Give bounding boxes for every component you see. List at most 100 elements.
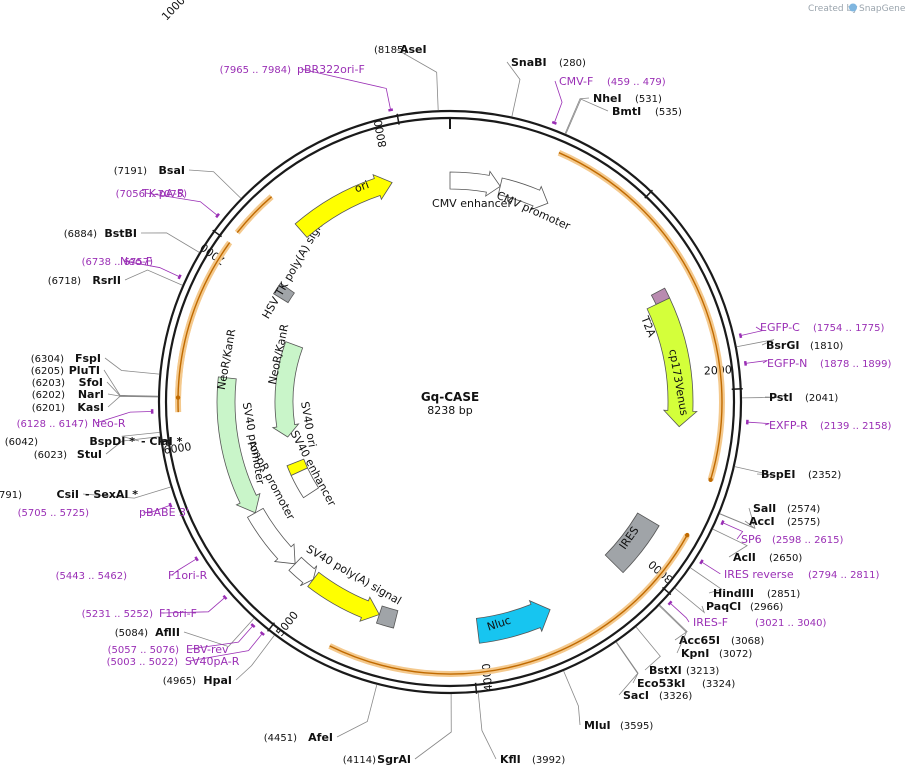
tick-7000 xyxy=(212,229,223,238)
primer-leader-egfp-c xyxy=(741,326,763,336)
enzyme-name: SnaBI xyxy=(511,56,547,69)
enzyme-site-nhei[interactable]: NheI(531) xyxy=(593,92,662,105)
enzyme-site-fspi[interactable]: (6304)FspI xyxy=(31,352,101,365)
enzyme-site-bstbi[interactable]: (6884)BstBI xyxy=(64,227,137,240)
enzyme-position: (531) xyxy=(635,94,662,105)
enzyme-site-bmti[interactable]: BmtI(535) xyxy=(612,105,682,118)
primer-mark-ebv-rev xyxy=(250,623,256,629)
enzyme-site-kpni[interactable]: KpnI(3072) xyxy=(681,647,752,660)
enzyme-leader-bsrgi xyxy=(736,339,775,348)
enzyme-site-afei[interactable]: (4451)AfeI xyxy=(264,731,333,744)
enzyme-site-acc65i[interactable]: Acc65I(3068) xyxy=(679,634,764,647)
enzyme-site-bsai[interactable]: (7191)BsaI xyxy=(114,164,185,177)
enzyme-name: KflI xyxy=(500,753,521,766)
enzyme-site-sgrai[interactable]: (4114)SgrAI xyxy=(343,753,411,766)
primer-site-pbr322ori-f[interactable]: pBR322ori-F(7965 .. 7984) xyxy=(220,63,365,76)
primer-site-f1ori-f[interactable]: F1ori-F(5231 .. 5252) xyxy=(82,607,197,620)
sv40-enhancer-box xyxy=(290,467,320,499)
sv40-promoter-arrow xyxy=(246,507,296,565)
enzyme-leader-csii xyxy=(82,486,171,499)
enzyme-site-snabi[interactable]: SnaBI (280) xyxy=(511,56,586,69)
enzyme-position: (7191) xyxy=(114,166,147,177)
enzyme-position: (280) xyxy=(559,58,586,69)
primer-site-ebv-rev[interactable]: EBV-rev(5057 .. 5076) xyxy=(108,643,229,656)
primer-mark-egfp-n xyxy=(743,360,748,366)
enzyme-position: (3326) xyxy=(659,691,692,702)
enzyme-leader-sgrai xyxy=(414,693,452,760)
enzyme-name: BmtI xyxy=(612,105,641,118)
enzyme-site-nari[interactable]: (6202)NarI xyxy=(32,388,104,401)
enzyme-position: (2352) xyxy=(808,470,841,481)
enzyme-site-saci[interactable]: SacI(3326) xyxy=(623,689,692,702)
primer-site-tk-pa-r[interactable]: TK-pA-R(7056 .. 7075) xyxy=(116,187,188,200)
enzyme-name: NarI xyxy=(78,388,104,401)
nluc-arrow xyxy=(475,599,551,644)
enzyme-position: (3324) xyxy=(702,679,735,690)
plasmid-name: Gq-CASE xyxy=(421,390,479,404)
enzyme-position: (6201) xyxy=(32,403,65,414)
enzyme-position: (8185) xyxy=(374,45,407,56)
enzyme-site-mlui[interactable]: MluI(3595) xyxy=(584,719,653,732)
enzyme-site-bspdi[interactable]: (6042)BspDI *- ClaI * xyxy=(5,435,183,448)
primer-leader-cmv-f xyxy=(554,80,563,123)
enzyme-site-bsrgi[interactable]: BsrGI(1810) xyxy=(766,339,843,352)
enzyme-position: (3213) xyxy=(686,666,719,677)
primer-mark-f1ori-f xyxy=(222,594,228,600)
enzyme-site-bstxi[interactable]: BstXI(3213) xyxy=(649,664,719,677)
primer-mark-ires-f xyxy=(667,600,673,606)
primer-range: (1754 .. 1775) xyxy=(813,323,885,334)
cmv-enhancer-arrow xyxy=(449,170,501,197)
primer-site-sp6[interactable]: SP6(2598 .. 2615) xyxy=(741,533,844,546)
primer-leader-neo-r xyxy=(95,411,152,424)
enzyme-site-bspei[interactable]: BspEI(2352) xyxy=(761,468,841,481)
enzyme-site-rsrii[interactable]: (6718)RsrII xyxy=(48,274,121,287)
enzyme-site-hindiii[interactable]: HindIII(2851) xyxy=(713,587,800,600)
primer-mark-cmv-f xyxy=(551,120,557,125)
primer-site-f1ori-r[interactable]: F1ori-R(5443 .. 5462) xyxy=(56,569,208,582)
enzyme-site-hpai[interactable]: (4965)HpaI xyxy=(163,674,232,687)
enzyme-site-aflii[interactable]: (5084)AflII xyxy=(115,626,180,639)
primer-site-egfp-n[interactable]: EGFP-N(1878 .. 1899) xyxy=(767,357,892,370)
enzyme-site-sali[interactable]: SalI(2574) xyxy=(753,502,820,515)
primer-site-ires-f[interactable]: IRES-F(3021 .. 3040) xyxy=(693,616,827,629)
primer-name: F1ori-R xyxy=(168,569,208,582)
enzyme-site-kasi[interactable]: (6201)KasI xyxy=(32,401,104,414)
enzyme-site-sfoi[interactable]: (6203)SfoI xyxy=(32,376,103,389)
primer-mark-ires-reverse xyxy=(699,559,704,565)
primer-sites: pBR322ori-F(7965 .. 7984) CMV-F(459 .. 47… xyxy=(17,63,892,668)
primer-mark-f1ori-r xyxy=(194,556,199,562)
enzyme-site-stui[interactable]: (6023)StuI xyxy=(34,448,102,461)
primer-site-neo-f[interactable]: Neo-F(6738 .. 6757) xyxy=(82,255,154,268)
enzyme-site-paqci[interactable]: PaqCI(2966) xyxy=(706,600,783,613)
enzyme-position: (6023) xyxy=(34,450,67,461)
enzyme-name: BsrGI xyxy=(766,339,799,352)
enzyme-site-csii[interactable]: (5791)CsiI- SexAI * xyxy=(0,488,138,501)
enzyme-site-eco53ki[interactable]: Eco53kI(3324) xyxy=(637,677,735,690)
enzyme-position: (5791) xyxy=(0,490,22,501)
enzyme-leader-bsai xyxy=(188,169,242,199)
primer-site-neo-r[interactable]: Neo-R(6128 .. 6147) xyxy=(17,417,126,430)
enzyme-site-asei[interactable]: AseI(8185) xyxy=(374,43,427,56)
enzyme-name: SfoI xyxy=(79,376,103,389)
primer-site-sv40pa-r[interactable]: SV40pA-R(5003 .. 5022) xyxy=(107,655,240,668)
enzyme-position: (6718) xyxy=(48,276,81,287)
enzyme-site-kfli[interactable]: KflI (3992) xyxy=(500,753,565,766)
enzyme-site-acli[interactable]: AclI(2650) xyxy=(733,551,802,564)
primer-site-exfp-r[interactable]: EXFP-R(2139 .. 2158) xyxy=(769,419,892,432)
enzyme-site-acci[interactable]: AccI(2575) xyxy=(749,515,820,528)
enzyme-position: (4451) xyxy=(264,733,297,744)
enzyme-leader-eco53ki xyxy=(616,641,639,684)
enzyme-site-psti[interactable]: PstI(2041) xyxy=(769,391,838,404)
primer-mark-sv40pa-r xyxy=(259,631,265,636)
primer-leader-sv40pa-r xyxy=(188,634,263,662)
enzyme-leader-kfli xyxy=(477,692,497,760)
enzyme-site-pluti[interactable]: (6205)PluTI xyxy=(31,364,100,377)
primer-site-cmv-f[interactable]: CMV-F(459 .. 479) xyxy=(559,75,666,88)
enzyme-leader-acli xyxy=(712,528,748,558)
enzyme-position: (2575) xyxy=(787,517,820,528)
primer-site-pbabe-3[interactable]: pBABE 3'(5705 .. 5725) xyxy=(18,506,190,519)
enzyme-position: (6304) xyxy=(31,354,64,365)
enzyme-position: (3992) xyxy=(532,755,565,766)
primer-site-egfp-c[interactable]: EGFP-C(1754 .. 1775) xyxy=(760,321,885,334)
primer-site-ires-reverse[interactable]: IRES reverse(2794 .. 2811) xyxy=(724,568,880,581)
